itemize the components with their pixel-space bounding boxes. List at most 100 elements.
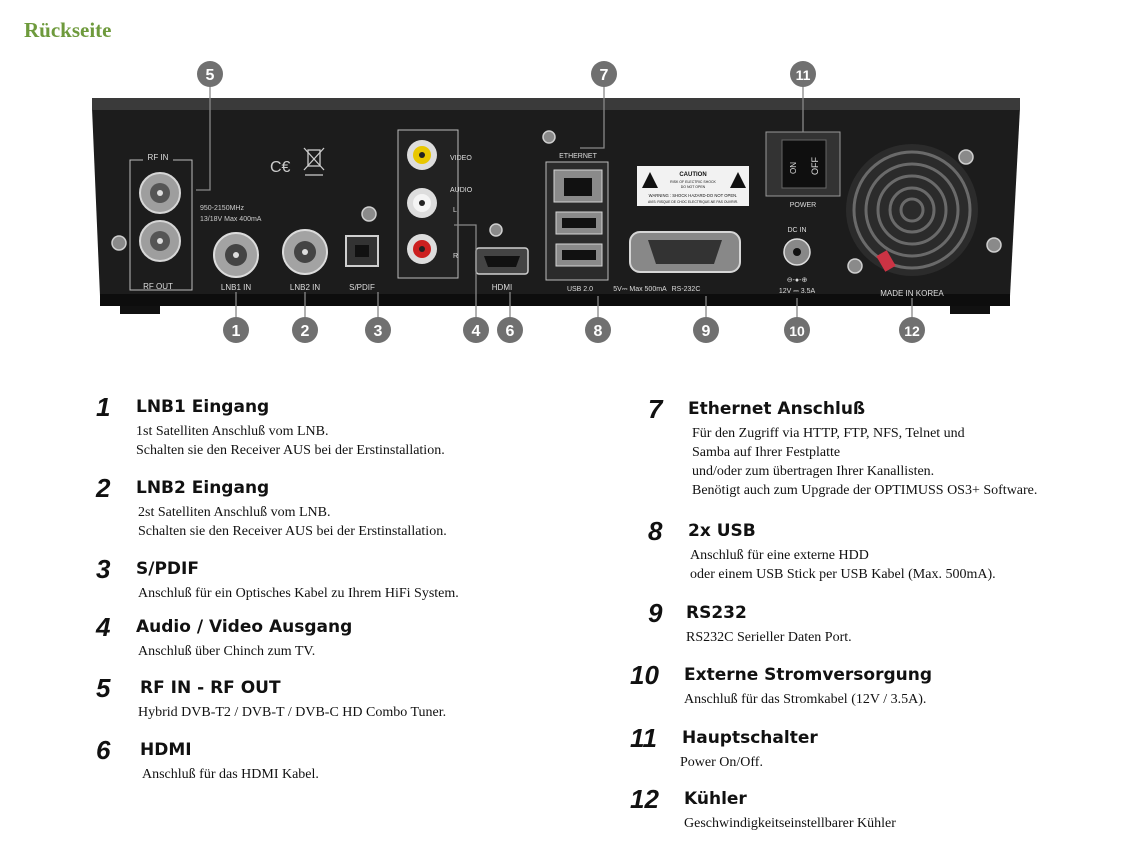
item-number: 7: [648, 394, 663, 424]
item-title: Kühler: [684, 789, 747, 809]
audio-right-connector: [407, 234, 437, 264]
screw-icon: [986, 237, 1002, 253]
callout-12: 12: [904, 323, 920, 339]
item-number: 12: [630, 784, 659, 814]
callout-11: 11: [796, 67, 811, 83]
lnb1-connector: [213, 232, 259, 278]
audio-left-connector: [407, 188, 437, 218]
screw-icons: [111, 130, 1002, 274]
item-title: Audio / Video Ausgang: [136, 617, 353, 637]
item-description: 2st Satelliten Anschluß vom LNB. Schalte…: [138, 505, 447, 539]
item-number: 2: [96, 473, 111, 503]
dc-polarity-icon: ⊖-●-⊕: [787, 277, 808, 284]
warning-triangle-icon: [642, 172, 658, 188]
rf-in-connector: [139, 172, 181, 214]
item-number: 10: [630, 660, 659, 690]
callout-10: 10: [789, 323, 805, 339]
rf-freq-text: 950-2150MHz: [200, 205, 244, 212]
warning-triangle-icon: [730, 172, 746, 188]
callout-2: 2: [301, 323, 310, 340]
usb-label: USB 2.0: [567, 286, 593, 293]
item-description: Hybrid DVB-T2 / DVB-T / DVB-C HD Combo T…: [138, 705, 447, 720]
item-number: 1: [96, 392, 111, 422]
power-off-label: OFF: [810, 157, 820, 175]
item-description: Power On/Off.: [680, 755, 763, 770]
dc-spec-label: 12V ⎓ 3.5A: [779, 288, 816, 295]
caution-warning: WARNING : SHOCK HAZARD-DO NOT OPEN.: [649, 193, 738, 198]
callout-1: 1: [232, 323, 241, 340]
item-description: RS232C Serieller Daten Port.: [686, 630, 852, 645]
callout-5: 5: [206, 67, 215, 84]
item-number: 5: [96, 673, 111, 703]
callout-4: 4: [472, 323, 481, 340]
hdmi-label: HDMI: [492, 283, 512, 292]
caution-sub1: RISK OF ELECTRIC SHOCK: [670, 180, 716, 184]
screw-icon: [361, 206, 377, 222]
screw-icon: [847, 258, 863, 274]
callout-leader-lines: [196, 86, 913, 318]
screw-icon: [542, 130, 556, 144]
weee-icon: [303, 147, 325, 176]
audio-label: AUDIO: [450, 187, 473, 194]
item-description: Anschluß für das Stromkabel (12V / 3.5A)…: [684, 692, 927, 707]
rf-out-label: RF OUT: [143, 282, 173, 291]
callout-7: 7: [600, 67, 609, 84]
item-description: Anschluß für eine externe HDD oder einem…: [690, 548, 996, 582]
audio-l-label: L: [453, 207, 457, 214]
screw-icon: [489, 223, 503, 237]
item-number: 11: [630, 723, 657, 753]
item-title: HDMI: [140, 740, 192, 760]
ethernet-label: ETHERNET: [559, 153, 597, 160]
item-title: LNB1 Eingang: [136, 397, 270, 417]
dc-in-label: DC IN: [787, 227, 806, 234]
usb-spec-label: 5V⎓ Max 500mA: [613, 286, 667, 293]
receiver-rear-panel-illustration: RF IN RF OUT 950-2150MHz 13/18V Max 400m…: [92, 61, 1020, 343]
fan-icon: [852, 150, 972, 270]
device-foot-left: [120, 306, 160, 314]
item-number: 4: [96, 612, 111, 642]
caution-title: CAUTION: [679, 172, 706, 178]
item-description: Geschwindigkeitseinstellbarer Kühler: [684, 816, 896, 831]
item-number: 8: [648, 516, 663, 546]
caution-avis: AVIS: RISQUE DE CHOC ELECTRIQUE-NE PAS O…: [648, 200, 738, 204]
item-description: Für den Zugriff via HTTP, FTP, NFS, Teln…: [692, 426, 1038, 498]
item-description: Anschluß für ein Optisches Kabel zu Ihre…: [138, 586, 459, 601]
spdif-label: S/PDIF: [349, 283, 375, 292]
item-title: Externe Stromversorgung: [684, 665, 933, 685]
item-description: Anschluß über Chinch zum TV.: [138, 644, 316, 659]
item-title: RS232: [686, 603, 747, 623]
power-switch: [781, 139, 827, 189]
item-description: 1st Satelliten Anschluß vom LNB. Schalte…: [136, 424, 445, 458]
fan-wire: [876, 250, 896, 272]
item-title: Ethernet Anschluß: [688, 399, 866, 419]
rf-in-label: RF IN: [148, 153, 169, 162]
ce-mark-icon: C€: [270, 159, 291, 176]
item-number: 6: [96, 735, 111, 765]
power-label: POWER: [790, 202, 816, 209]
screw-icon: [958, 149, 974, 165]
rf-out-connector: [139, 220, 181, 262]
device-bottom-edge: [100, 294, 1010, 306]
item-title: S/PDIF: [136, 559, 199, 579]
lnb2-connector: [282, 229, 328, 275]
item-title: RF IN - RF OUT: [140, 678, 281, 698]
lnb1-label: LNB1 IN: [221, 283, 251, 292]
power-on-label: ON: [789, 162, 798, 174]
lnb2-label: LNB2 IN: [290, 283, 320, 292]
device-foot-right: [950, 306, 990, 314]
callout-8: 8: [594, 323, 603, 340]
item-description: Anschluß für das HDMI Kabel.: [142, 767, 319, 782]
callout-badges: [197, 61, 925, 343]
video-label: VIDEO: [450, 155, 472, 162]
item-title: 2x USB: [688, 521, 756, 541]
item-title: Hauptschalter: [682, 728, 818, 748]
callout-9: 9: [702, 323, 711, 340]
made-in-label: MADE IN KOREA: [880, 289, 944, 298]
device-top-edge: [92, 98, 1020, 110]
screw-icon: [111, 235, 127, 251]
callout-3: 3: [374, 323, 383, 340]
item-number: 3: [96, 554, 111, 584]
rf-power-text: 13/18V Max 400mA: [200, 216, 262, 223]
video-connector: [407, 140, 437, 170]
item-title: LNB2 Eingang: [136, 478, 270, 498]
